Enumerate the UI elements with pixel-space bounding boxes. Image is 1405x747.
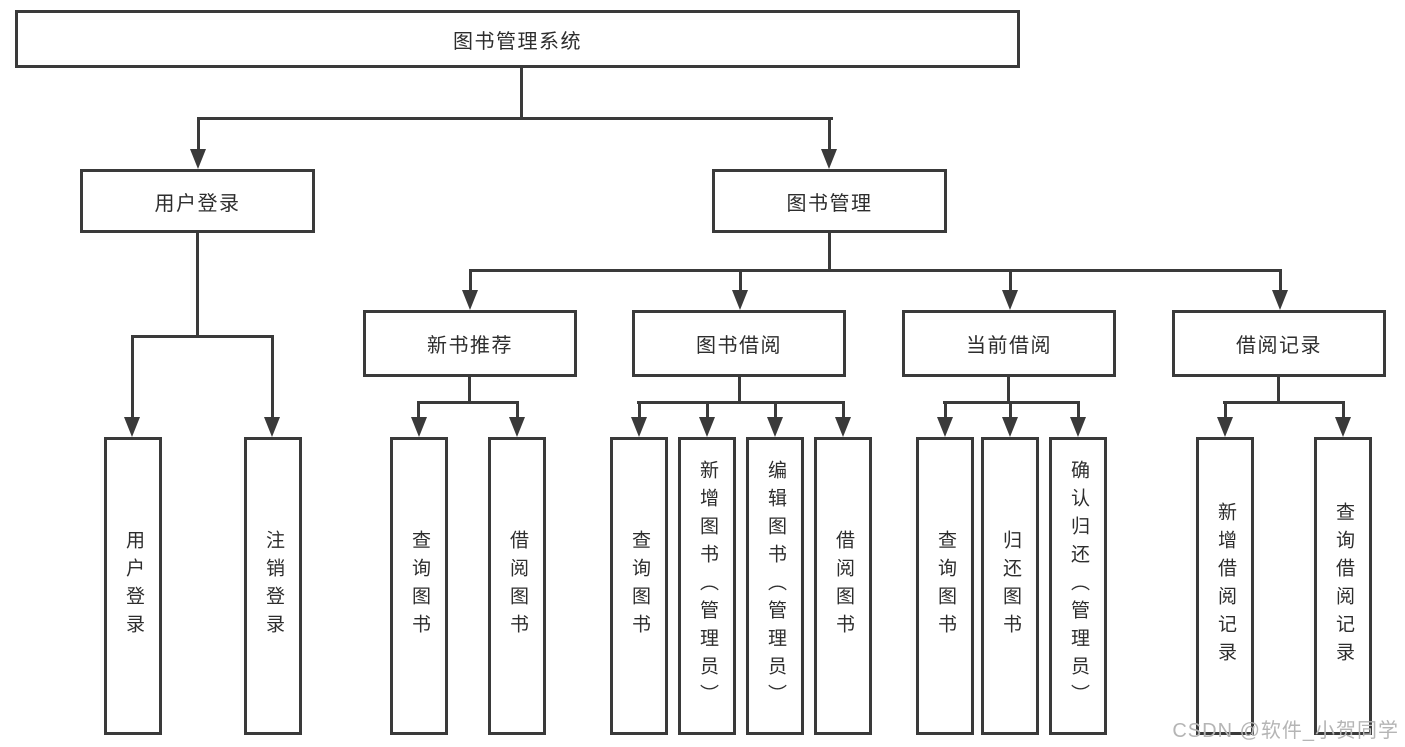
leaf-borrow-add: 新增图书（管理员） bbox=[678, 437, 736, 735]
arrow-down-icon bbox=[1272, 290, 1288, 310]
arrow-down-icon bbox=[1070, 417, 1086, 437]
node-current-borrow: 当前借阅 bbox=[902, 310, 1116, 377]
connector-line bbox=[520, 66, 523, 119]
connector-line bbox=[516, 401, 519, 418]
connector-line bbox=[197, 117, 833, 120]
leaf-current-query: 查询图书 bbox=[916, 437, 974, 735]
arrow-down-icon bbox=[821, 149, 837, 169]
arrow-down-icon bbox=[264, 417, 280, 437]
connector-line bbox=[638, 401, 641, 418]
arrow-down-icon bbox=[767, 417, 783, 437]
connector-line bbox=[417, 401, 519, 404]
connector-line bbox=[944, 401, 947, 418]
connector-line bbox=[828, 117, 831, 151]
leaf-user-login: 用户登录 bbox=[104, 437, 162, 735]
leaf-borrow-edit: 编辑图书（管理员） bbox=[746, 437, 804, 735]
connector-line bbox=[706, 401, 709, 418]
connector-line bbox=[774, 401, 777, 418]
connector-line bbox=[196, 233, 199, 337]
arrow-down-icon bbox=[699, 417, 715, 437]
leaf-borrow-query: 查询图书 bbox=[610, 437, 668, 735]
leaf-current-confirm: 确认归还（管理员） bbox=[1049, 437, 1107, 735]
connector-line bbox=[739, 269, 742, 293]
arrow-down-icon bbox=[835, 417, 851, 437]
node-new-book-rec: 新书推荐 bbox=[363, 310, 577, 377]
leaf-newbook-query: 查询图书 bbox=[390, 437, 448, 735]
connector-line bbox=[197, 117, 200, 151]
connector-line bbox=[1279, 269, 1282, 293]
connector-line bbox=[417, 401, 420, 418]
leaf-records-add: 新增借阅记录 bbox=[1196, 437, 1254, 735]
leaf-records-query: 查询借阅记录 bbox=[1314, 437, 1372, 735]
arrow-down-icon bbox=[1002, 290, 1018, 310]
arrow-down-icon bbox=[509, 417, 525, 437]
leaf-newbook-borrow: 借阅图书 bbox=[488, 437, 546, 735]
connector-line bbox=[131, 335, 274, 338]
node-book-borrow: 图书借阅 bbox=[632, 310, 846, 377]
arrow-down-icon bbox=[190, 149, 206, 169]
connector-line bbox=[1077, 401, 1080, 418]
arrow-down-icon bbox=[411, 417, 427, 437]
node-book-mgmt: 图书管理 bbox=[712, 169, 947, 233]
connector-line bbox=[469, 269, 472, 293]
connector-line bbox=[271, 335, 274, 419]
connector-line bbox=[469, 269, 1282, 272]
connector-line bbox=[468, 377, 471, 403]
arrow-down-icon bbox=[462, 290, 478, 310]
arrow-down-icon bbox=[732, 290, 748, 310]
node-user-login: 用户登录 bbox=[80, 169, 315, 233]
connector-line bbox=[1342, 401, 1345, 418]
connector-line bbox=[1277, 377, 1280, 403]
leaf-logout: 注销登录 bbox=[244, 437, 302, 735]
connector-line bbox=[637, 401, 845, 404]
leaf-borrow-borrow: 借阅图书 bbox=[814, 437, 872, 735]
connector-line bbox=[1009, 269, 1012, 293]
connector-line bbox=[1224, 401, 1227, 418]
arrow-down-icon bbox=[124, 417, 140, 437]
node-borrow-records: 借阅记录 bbox=[1172, 310, 1386, 377]
csdn-watermark: CSDN @软件_小贺同学 bbox=[1172, 720, 1399, 742]
connector-line bbox=[1223, 401, 1345, 404]
connector-line bbox=[1007, 377, 1010, 403]
arrow-down-icon bbox=[937, 417, 953, 437]
node-root: 图书管理系统 bbox=[15, 10, 1020, 68]
arrow-down-icon bbox=[1335, 417, 1351, 437]
connector-line bbox=[1009, 401, 1012, 418]
leaf-current-return: 归还图书 bbox=[981, 437, 1039, 735]
arrow-down-icon bbox=[1217, 417, 1233, 437]
connector-line bbox=[842, 401, 845, 418]
arrow-down-icon bbox=[1002, 417, 1018, 437]
connector-line bbox=[828, 233, 831, 271]
arrow-down-icon bbox=[631, 417, 647, 437]
connector-line bbox=[738, 377, 741, 403]
connector-line bbox=[131, 335, 134, 419]
